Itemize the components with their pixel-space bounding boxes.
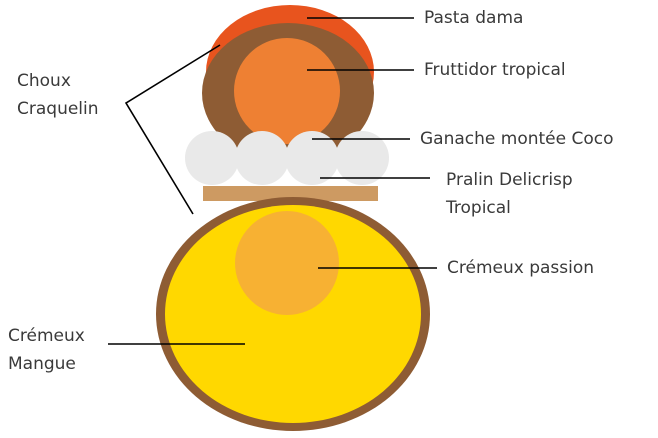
label-ganache-montee-coco: Ganache montée Coco [420,128,614,151]
label-cremeux-mangue: Crémeux Mangue [8,322,85,378]
ganache-ball [185,131,239,185]
cremeux-passion-core [235,211,339,315]
ganache-ball [235,131,289,185]
label-pralin-delicrisp-tropical: Pralin Delicrisp Tropical [446,166,573,222]
fruttidor-tropical-core [234,38,340,144]
label-pasta-dama: Pasta dama [424,7,523,30]
label-choux-craquelin: Choux Craquelin [17,67,99,123]
label-cremeux-passion: Crémeux passion [447,257,594,280]
label-fruttidor-tropical: Fruttidor tropical [424,59,566,82]
